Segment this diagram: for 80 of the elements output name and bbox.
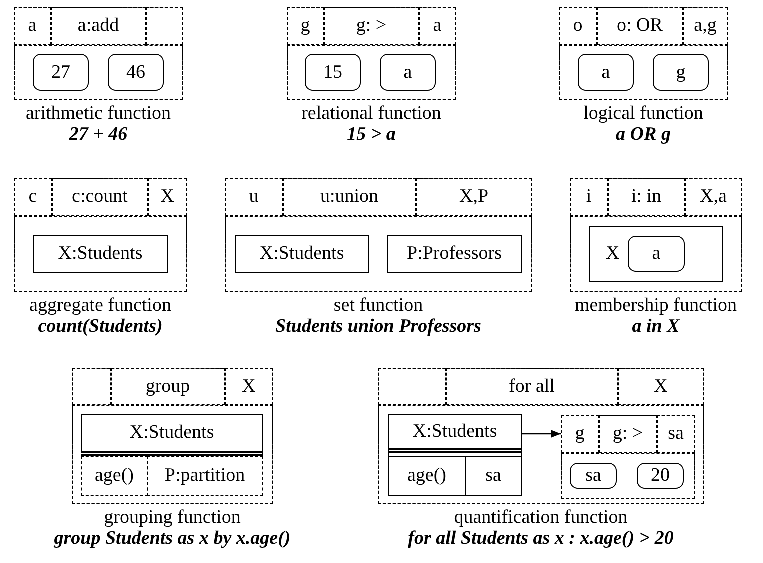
object-box: X:Students [81,414,263,456]
body-frame [225,216,532,292]
header-cell [146,7,183,45]
header-cell: a:add [51,7,146,45]
expression-label: a in X [632,316,680,338]
header-cell: g [287,7,324,45]
header-cell: o: OR [597,7,683,45]
notation-panel [14,178,187,292]
header-cell: c [14,178,52,216]
body-frame [559,45,728,100]
body-frame [72,405,273,504]
set-box [589,226,723,282]
expression-label: count(Students) [38,316,163,338]
header-cell: for all [446,368,618,405]
attribute-cell: g [561,415,599,453]
object-box [388,414,522,496]
notation-panel [225,178,532,292]
expression-label: 15 > a [347,124,396,146]
expression-label: Students union Professors [276,316,482,338]
header-cell: X,P [416,178,532,216]
header-cell: X [148,178,187,216]
object-box: X:Students [33,235,168,273]
function-label: membership function [575,295,737,317]
body-frame [561,453,695,499]
function-label: arithmetic function [26,103,172,125]
header-cell [72,368,111,405]
body-frame [561,415,695,499]
expression-label: group Students as x by x.age() [54,528,291,550]
function-label: aggregate function [30,295,172,317]
header-cell: X [225,368,273,405]
header-cell [378,368,446,405]
object-box: X:Students [235,235,369,273]
arrow [522,430,561,438]
value-box: 20 [637,463,684,489]
attribute-cell: g: > [599,415,657,453]
notation-panel [559,7,728,100]
notation-panel [287,7,456,100]
header-cell: i: in [608,178,685,216]
attribute-cell: age() [81,456,148,496]
set-label: X [606,243,620,265]
notation-panel [570,178,742,292]
header-cell: group [111,368,225,405]
function-label: set function [334,295,424,317]
value-box: a [628,236,685,272]
body-frame [378,405,704,504]
value-box: 46 [108,54,164,91]
header-cell: a [14,7,51,45]
body-frame [287,45,456,100]
header-cell: u [225,178,283,216]
function-label: grouping function [104,507,241,529]
value-box: sa [570,463,617,489]
header-cell: X,a [685,178,742,216]
body-frame [14,45,183,100]
object-box: P:Professors [387,235,522,273]
value-box: g [653,54,709,91]
function-label: logical function [584,103,704,125]
header-cell: X [618,368,704,405]
header-cell: o [559,7,597,45]
body-frame [570,216,742,292]
expression-label: a OR g [616,124,671,146]
header-cell: a,g [683,7,728,45]
notation-panel [14,7,183,100]
value-box: a [380,54,436,91]
header-cell: u:union [283,178,416,216]
function-label: relational function [302,103,442,125]
expression-label: 27 + 46 [69,124,128,146]
object-heading: X:Students [389,415,521,453]
attribute-cell: P:partition [147,456,263,496]
notation-panel [72,368,273,504]
header-cell: g: > [324,7,419,45]
header-cell: i [570,178,608,216]
function-label: quantification function [454,507,628,529]
value-box: 27 [33,54,89,91]
attribute-cell: sa [657,415,695,453]
expression-label: for all Students as x : x.age() > 20 [408,528,674,550]
value-box: a [578,54,634,91]
header-cell: c:count [52,178,148,216]
notation-panel [378,368,704,504]
value-box: 15 [305,54,361,91]
header-cell: a [419,7,456,45]
